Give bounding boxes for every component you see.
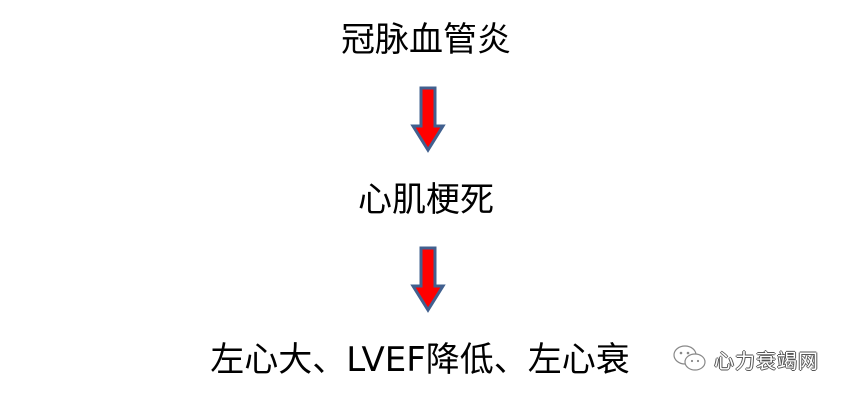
node-myocardial-infarction: 心肌梗死 (358, 180, 494, 220)
watermark-text: 心力衰竭网 (714, 348, 819, 373)
wechat-icon (673, 345, 706, 371)
watermark: 心力衰竭网 (672, 344, 819, 374)
arrow-down-icon (410, 246, 446, 313)
arrow-down-icon (410, 86, 446, 153)
node-left-heart-failure: 左心大、LVEF降低、左心衰 (210, 340, 630, 380)
node-coronary-vasculitis: 冠脉血管炎 (341, 20, 511, 60)
